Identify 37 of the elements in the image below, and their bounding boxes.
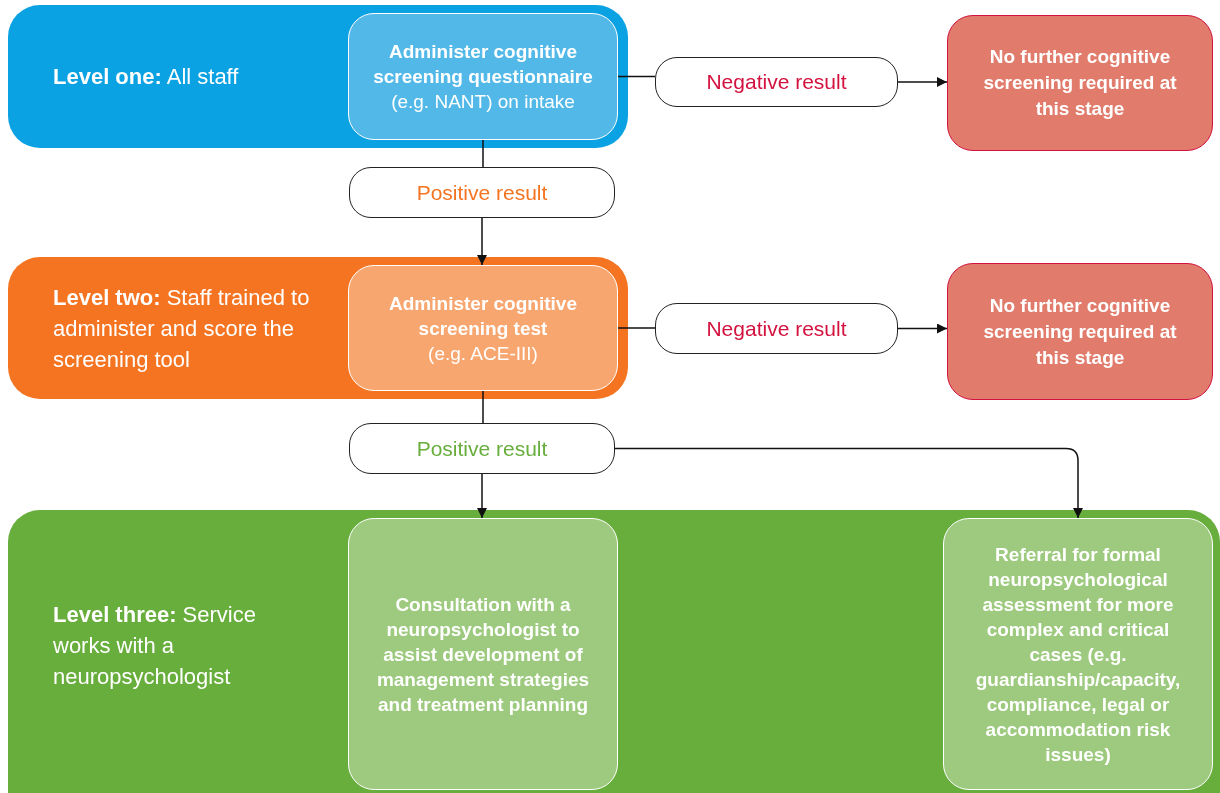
connector-line xyxy=(482,139,484,168)
step-title: Referral for formal neuropsychological assessment for more complex and critical cases (e.g. guardianship/capacity, compliance, legal or accommodation risk issues) xyxy=(974,542,1182,767)
step-box xyxy=(943,518,1213,790)
step-title: Consultation with a neuropsychologist to assist development of management strategies and treatment planning xyxy=(375,592,591,717)
step-box xyxy=(348,518,618,790)
result-label: Positive result xyxy=(416,436,548,461)
arrow xyxy=(614,447,1083,519)
level-band xyxy=(8,510,1220,793)
step-example: (e.g. ACE-III) xyxy=(428,341,538,366)
arrow xyxy=(897,77,948,87)
connector-line xyxy=(482,390,484,424)
result-pill xyxy=(655,303,898,354)
connector-line xyxy=(617,75,656,78)
result-label: Negative result xyxy=(706,316,847,341)
result-pill xyxy=(349,167,615,218)
level-band xyxy=(8,257,628,399)
outcome-box xyxy=(947,263,1213,400)
arrow xyxy=(477,473,487,519)
step-title: No further cognitive screening required at this stage xyxy=(982,45,1178,121)
step-title: No further cognitive screening required at this stage xyxy=(982,293,1178,370)
level-label: Level one: All staff xyxy=(53,63,240,91)
arrow xyxy=(477,217,487,266)
result-label: Positive result xyxy=(416,180,548,205)
result-pill xyxy=(655,57,898,107)
step-example: (e.g. NANT) on intake xyxy=(391,90,575,114)
level-band xyxy=(8,5,628,148)
step-box xyxy=(348,265,618,391)
arrow xyxy=(897,323,948,334)
connector-line xyxy=(617,327,656,329)
step-title: Administer cognitive screening test xyxy=(388,291,578,341)
step-box xyxy=(348,13,618,140)
level-label: Level two: Staff trained to administer and score the screening tool xyxy=(53,283,311,374)
result-label: Negative result xyxy=(706,70,847,94)
level-label: Level three: Service works with a neuropsychologist xyxy=(53,601,257,691)
result-pill xyxy=(349,423,615,474)
step-title: Administer cognitive screening questionnaire xyxy=(372,40,594,89)
outcome-box xyxy=(947,15,1213,151)
